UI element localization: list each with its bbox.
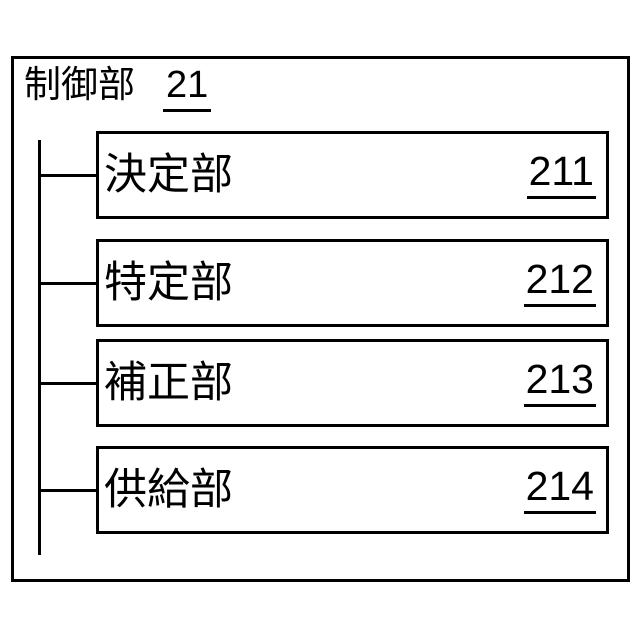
correction-unit-box: 補正部 213 [96, 339, 609, 427]
supply-unit-label: 供給部 [104, 465, 233, 514]
connector-branch-line [39, 282, 97, 285]
identification-unit-ref: 212 [523, 259, 596, 307]
control-unit-label: 制御部 [24, 64, 135, 105]
connector-trunk-line [38, 140, 41, 555]
identification-unit-box: 特定部 212 [96, 239, 609, 327]
control-unit-ref: 21 [163, 63, 212, 112]
correction-unit-label: 補正部 [104, 358, 233, 407]
determination-unit-ref: 211 [526, 151, 596, 199]
correction-unit-ref: 213 [523, 359, 596, 407]
determination-unit-box: 決定部 211 [96, 131, 609, 219]
determination-unit-label: 決定部 [104, 150, 233, 199]
control-unit-title: 制御部 21 [24, 63, 212, 112]
connector-branch-line [39, 382, 97, 385]
connector-branch-line [39, 489, 97, 492]
supply-unit-ref: 214 [523, 466, 596, 514]
supply-unit-box: 供給部 214 [96, 446, 609, 534]
control-unit-box [11, 56, 630, 582]
connector-branch-line [39, 174, 97, 177]
identification-unit-label: 特定部 [104, 258, 233, 307]
